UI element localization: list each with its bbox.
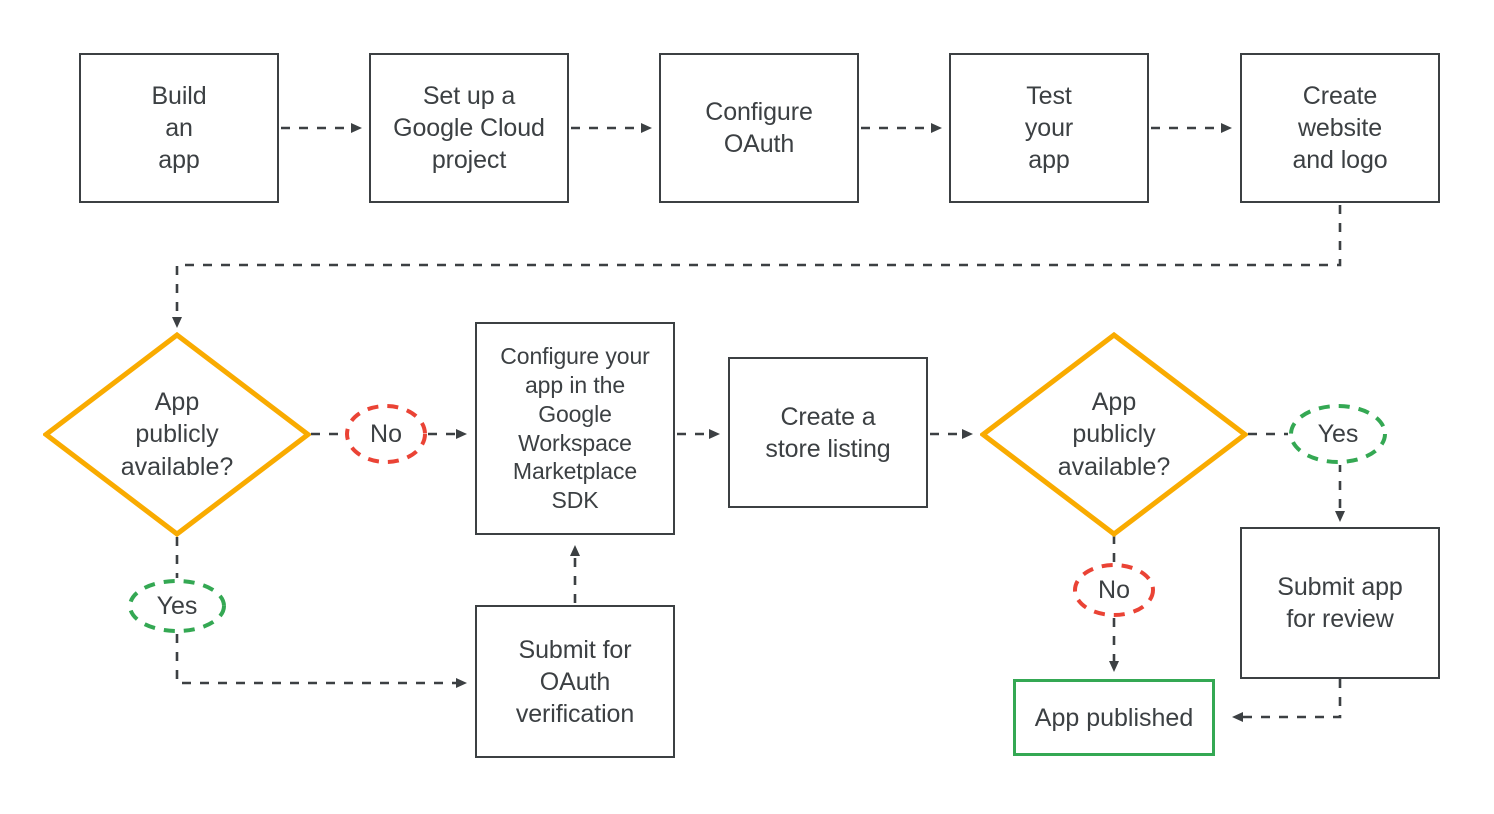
node-submit-for-oauth-verification[interactable]: Submit for OAuth verification xyxy=(475,605,675,758)
edge-submit-review-to-app-published xyxy=(1232,679,1342,722)
node-label: Configure OAuth xyxy=(705,98,813,158)
edge-label-yes-right: Yes xyxy=(1288,403,1388,465)
pill-outline xyxy=(128,579,226,633)
edge-label-text: Yes xyxy=(156,591,198,620)
edge-label-yes-left: Yes xyxy=(127,578,227,634)
pill-outline xyxy=(1289,404,1387,464)
node-label: Create website and logo xyxy=(1292,82,1388,174)
node-configure-app-marketplace-sdk[interactable]: Configure your app in the Google Workspa… xyxy=(475,322,675,535)
pill-outline xyxy=(1073,563,1155,617)
node-label: Set up a Google Cloud project xyxy=(393,82,545,174)
edge-label-text: Yes xyxy=(1317,419,1359,448)
node-configure-oauth[interactable]: Configure OAuth xyxy=(659,53,859,203)
edge-website-to-decision-left xyxy=(172,205,1342,328)
node-label: App published xyxy=(1034,703,1194,732)
node-app-published[interactable]: App published xyxy=(1013,679,1215,756)
edge-label-no-left: No xyxy=(344,403,428,465)
node-build-an-app[interactable]: Build an app xyxy=(79,53,279,203)
node-decision-app-publicly-available-left[interactable]: App publicly available? xyxy=(43,332,311,537)
node-create-store-listing[interactable]: Create a store listing xyxy=(728,357,928,508)
diamond-shape xyxy=(43,332,311,537)
node-label: Build an app xyxy=(151,82,207,174)
node-label: Configure your app in the Google Workspa… xyxy=(500,343,650,513)
node-create-website-and-logo[interactable]: Create website and logo xyxy=(1240,53,1440,203)
node-label: Submit app for review xyxy=(1277,573,1403,633)
node-label: Create a store listing xyxy=(765,402,891,463)
node-label: Submit for OAuth verification xyxy=(515,635,635,728)
node-submit-app-for-review[interactable]: Submit app for review xyxy=(1240,527,1440,679)
edge-label-text: No xyxy=(1098,575,1130,604)
node-label: Test your app xyxy=(1024,82,1074,174)
node-test-your-app[interactable]: Test your app xyxy=(949,53,1149,203)
pill-outline xyxy=(345,404,427,464)
edge-label-text: No xyxy=(370,419,402,448)
node-set-up-google-cloud-project[interactable]: Set up a Google Cloud project xyxy=(369,53,569,203)
node-decision-app-publicly-available-right[interactable]: App publicly available? xyxy=(980,332,1248,537)
edge-label-no-right: No xyxy=(1072,562,1156,618)
edge-yes-to-submit-oauth xyxy=(175,634,467,688)
diamond-shape xyxy=(980,332,1248,537)
